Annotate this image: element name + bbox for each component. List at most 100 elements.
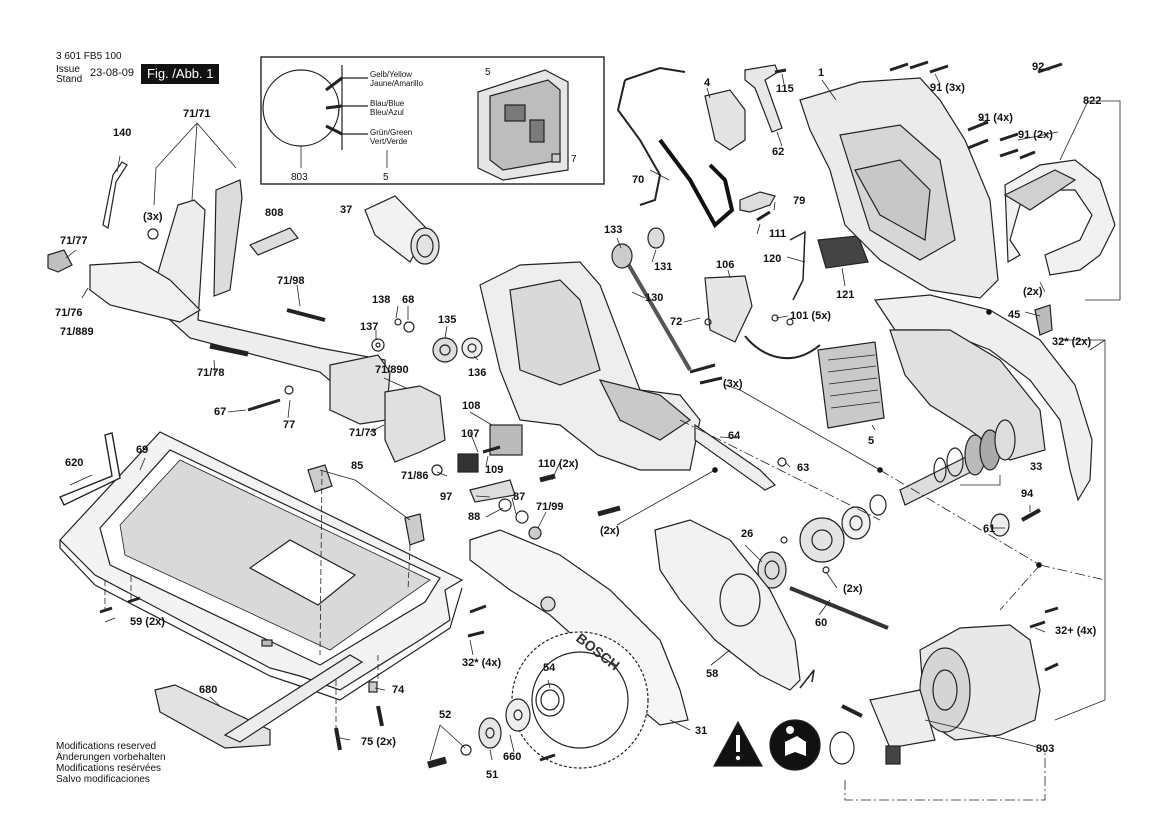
- part-label-24: 110 (2x): [538, 458, 579, 470]
- part-label-15: 71/890: [375, 364, 409, 376]
- mod-line-fr: Modifications resérvées: [56, 763, 162, 774]
- part-label-51: 91 (4x): [978, 112, 1013, 124]
- part-label-22: 71/86: [401, 470, 429, 482]
- part-label-61: 60: [815, 617, 827, 629]
- electronics: [704, 230, 885, 429]
- mod-line-en: Modifications reserved: [56, 741, 157, 752]
- accessories: [59, 432, 425, 751]
- inset-part-5b: 5: [485, 67, 491, 78]
- part-label-16: 67: [214, 406, 226, 418]
- part-label-68: 32* (4x): [462, 657, 501, 669]
- part-label-35: 106: [716, 259, 734, 271]
- saw-blade: BOSCH: [427, 529, 689, 769]
- part-label-72: 85: [351, 460, 363, 472]
- part-label-37: (3x): [723, 378, 743, 390]
- bearings: [757, 506, 889, 630]
- figure-label: Fig. /Abb. 1: [141, 64, 220, 84]
- blade-guard-small: [384, 337, 483, 476]
- part-label-62: 58: [706, 668, 718, 680]
- part-label-29: 64: [728, 430, 741, 442]
- part-label-64: 660: [503, 751, 521, 763]
- part-label-42: 4: [704, 77, 711, 89]
- part-label-57: 94: [1021, 488, 1034, 500]
- inset-part-7: 7: [571, 154, 577, 165]
- part-label-33: 130: [645, 292, 663, 304]
- handle-parts: [616, 64, 787, 229]
- part-label-30: 63: [797, 462, 809, 474]
- part-label-45: 111: [769, 228, 786, 240]
- part-label-13: 136: [468, 367, 486, 379]
- part-label-74: 74: [392, 684, 405, 696]
- part-label-9: 138: [372, 294, 390, 306]
- part-label-60: (2x): [843, 583, 863, 595]
- part-label-52: 91 (2x): [1018, 129, 1053, 141]
- inset-part-5a: 5: [383, 172, 389, 183]
- part-label-73: 680: [199, 684, 217, 696]
- part-label-26: 87: [513, 491, 525, 503]
- part-label-71: 69: [136, 444, 148, 456]
- part-label-66: 54: [543, 662, 556, 674]
- part-label-54: 45: [1008, 309, 1020, 321]
- mod-line-de: Änderungen vorbehalten: [56, 752, 166, 763]
- part-label-65: 51: [486, 769, 498, 781]
- issue-label: Issue: [56, 64, 80, 75]
- part-label-0: 140: [113, 127, 131, 139]
- part-label-23: 97: [440, 491, 452, 503]
- motor: [829, 606, 1059, 765]
- part-label-27: 71/99: [536, 501, 564, 513]
- part-label-41: 70: [632, 174, 644, 186]
- part-label-67: 31: [695, 725, 707, 737]
- wiring-inset: Gelb/Yellow Jaune/Amarillo Blau/Blue Ble…: [260, 56, 605, 185]
- wire-yellow-en: Gelb/Yellow: [370, 70, 412, 79]
- part-label-76: 32+ (4x): [1055, 625, 1097, 637]
- part-label-18: 71/73: [349, 427, 377, 439]
- part-label-44: 79: [793, 195, 805, 207]
- part-label-31: 133: [604, 224, 622, 236]
- spindle-assembly: [869, 419, 1041, 537]
- part-label-75: 75 (2x): [361, 736, 396, 748]
- wire-blue-en: Blau/Blue: [370, 99, 405, 108]
- doc-number: 3 601 FB5 100: [56, 51, 122, 62]
- part-label-3: (3x): [143, 211, 163, 223]
- part-label-36: 101 (5x): [790, 310, 831, 322]
- part-label-11: 137: [360, 321, 378, 333]
- part-label-32: 131: [654, 261, 672, 273]
- part-label-5: 37: [340, 204, 352, 216]
- motor-housing: [799, 60, 1116, 299]
- issue-date: 23-08-09: [90, 67, 135, 79]
- lower-blade-guard: [654, 519, 801, 691]
- part-label-19: 108: [462, 400, 480, 412]
- part-label-39: 120: [763, 253, 781, 265]
- upper-blade-guard: [873, 294, 1093, 502]
- dust-port: [364, 195, 440, 265]
- part-label-21: 109: [485, 464, 503, 476]
- modifications-note: Modifications reserved Änderungen vorbeh…: [56, 741, 166, 785]
- wire-green-fr: Vert/Verde: [370, 137, 408, 146]
- part-label-43: 62: [772, 146, 784, 158]
- wire-blue-fr: Bleu/Azul: [370, 108, 404, 117]
- mod-line-es: Salvo modificaciones: [56, 774, 150, 785]
- stand-label: Stand: [56, 74, 83, 85]
- part-label-53: (2x): [1023, 286, 1043, 298]
- part-label-14: 71/78: [197, 367, 225, 379]
- part-label-56: 33: [1030, 461, 1042, 473]
- part-label-69: 59 (2x): [130, 616, 165, 628]
- part-label-10: 68: [402, 294, 414, 306]
- guide-rail: [47, 161, 415, 425]
- part-label-77: 803: [1036, 743, 1054, 755]
- part-label-28: (2x): [600, 525, 620, 537]
- part-label-48: 91 (3x): [930, 82, 965, 94]
- part-label-34: 72: [670, 316, 682, 328]
- part-label-46: 115: [776, 83, 794, 95]
- base-plate: [59, 431, 464, 701]
- part-label-55: 32* (2x): [1052, 336, 1091, 348]
- part-label-6: 71/76: [55, 307, 83, 319]
- part-label-17: 77: [283, 419, 295, 431]
- part-label-1: 71/71: [183, 108, 211, 120]
- leader-lines: [65, 69, 1121, 801]
- part-label-8: 71/98: [277, 275, 305, 287]
- part-label-63: 52: [439, 709, 451, 721]
- part-label-2: 71/77: [60, 235, 88, 247]
- part-label-59: 26: [741, 528, 753, 540]
